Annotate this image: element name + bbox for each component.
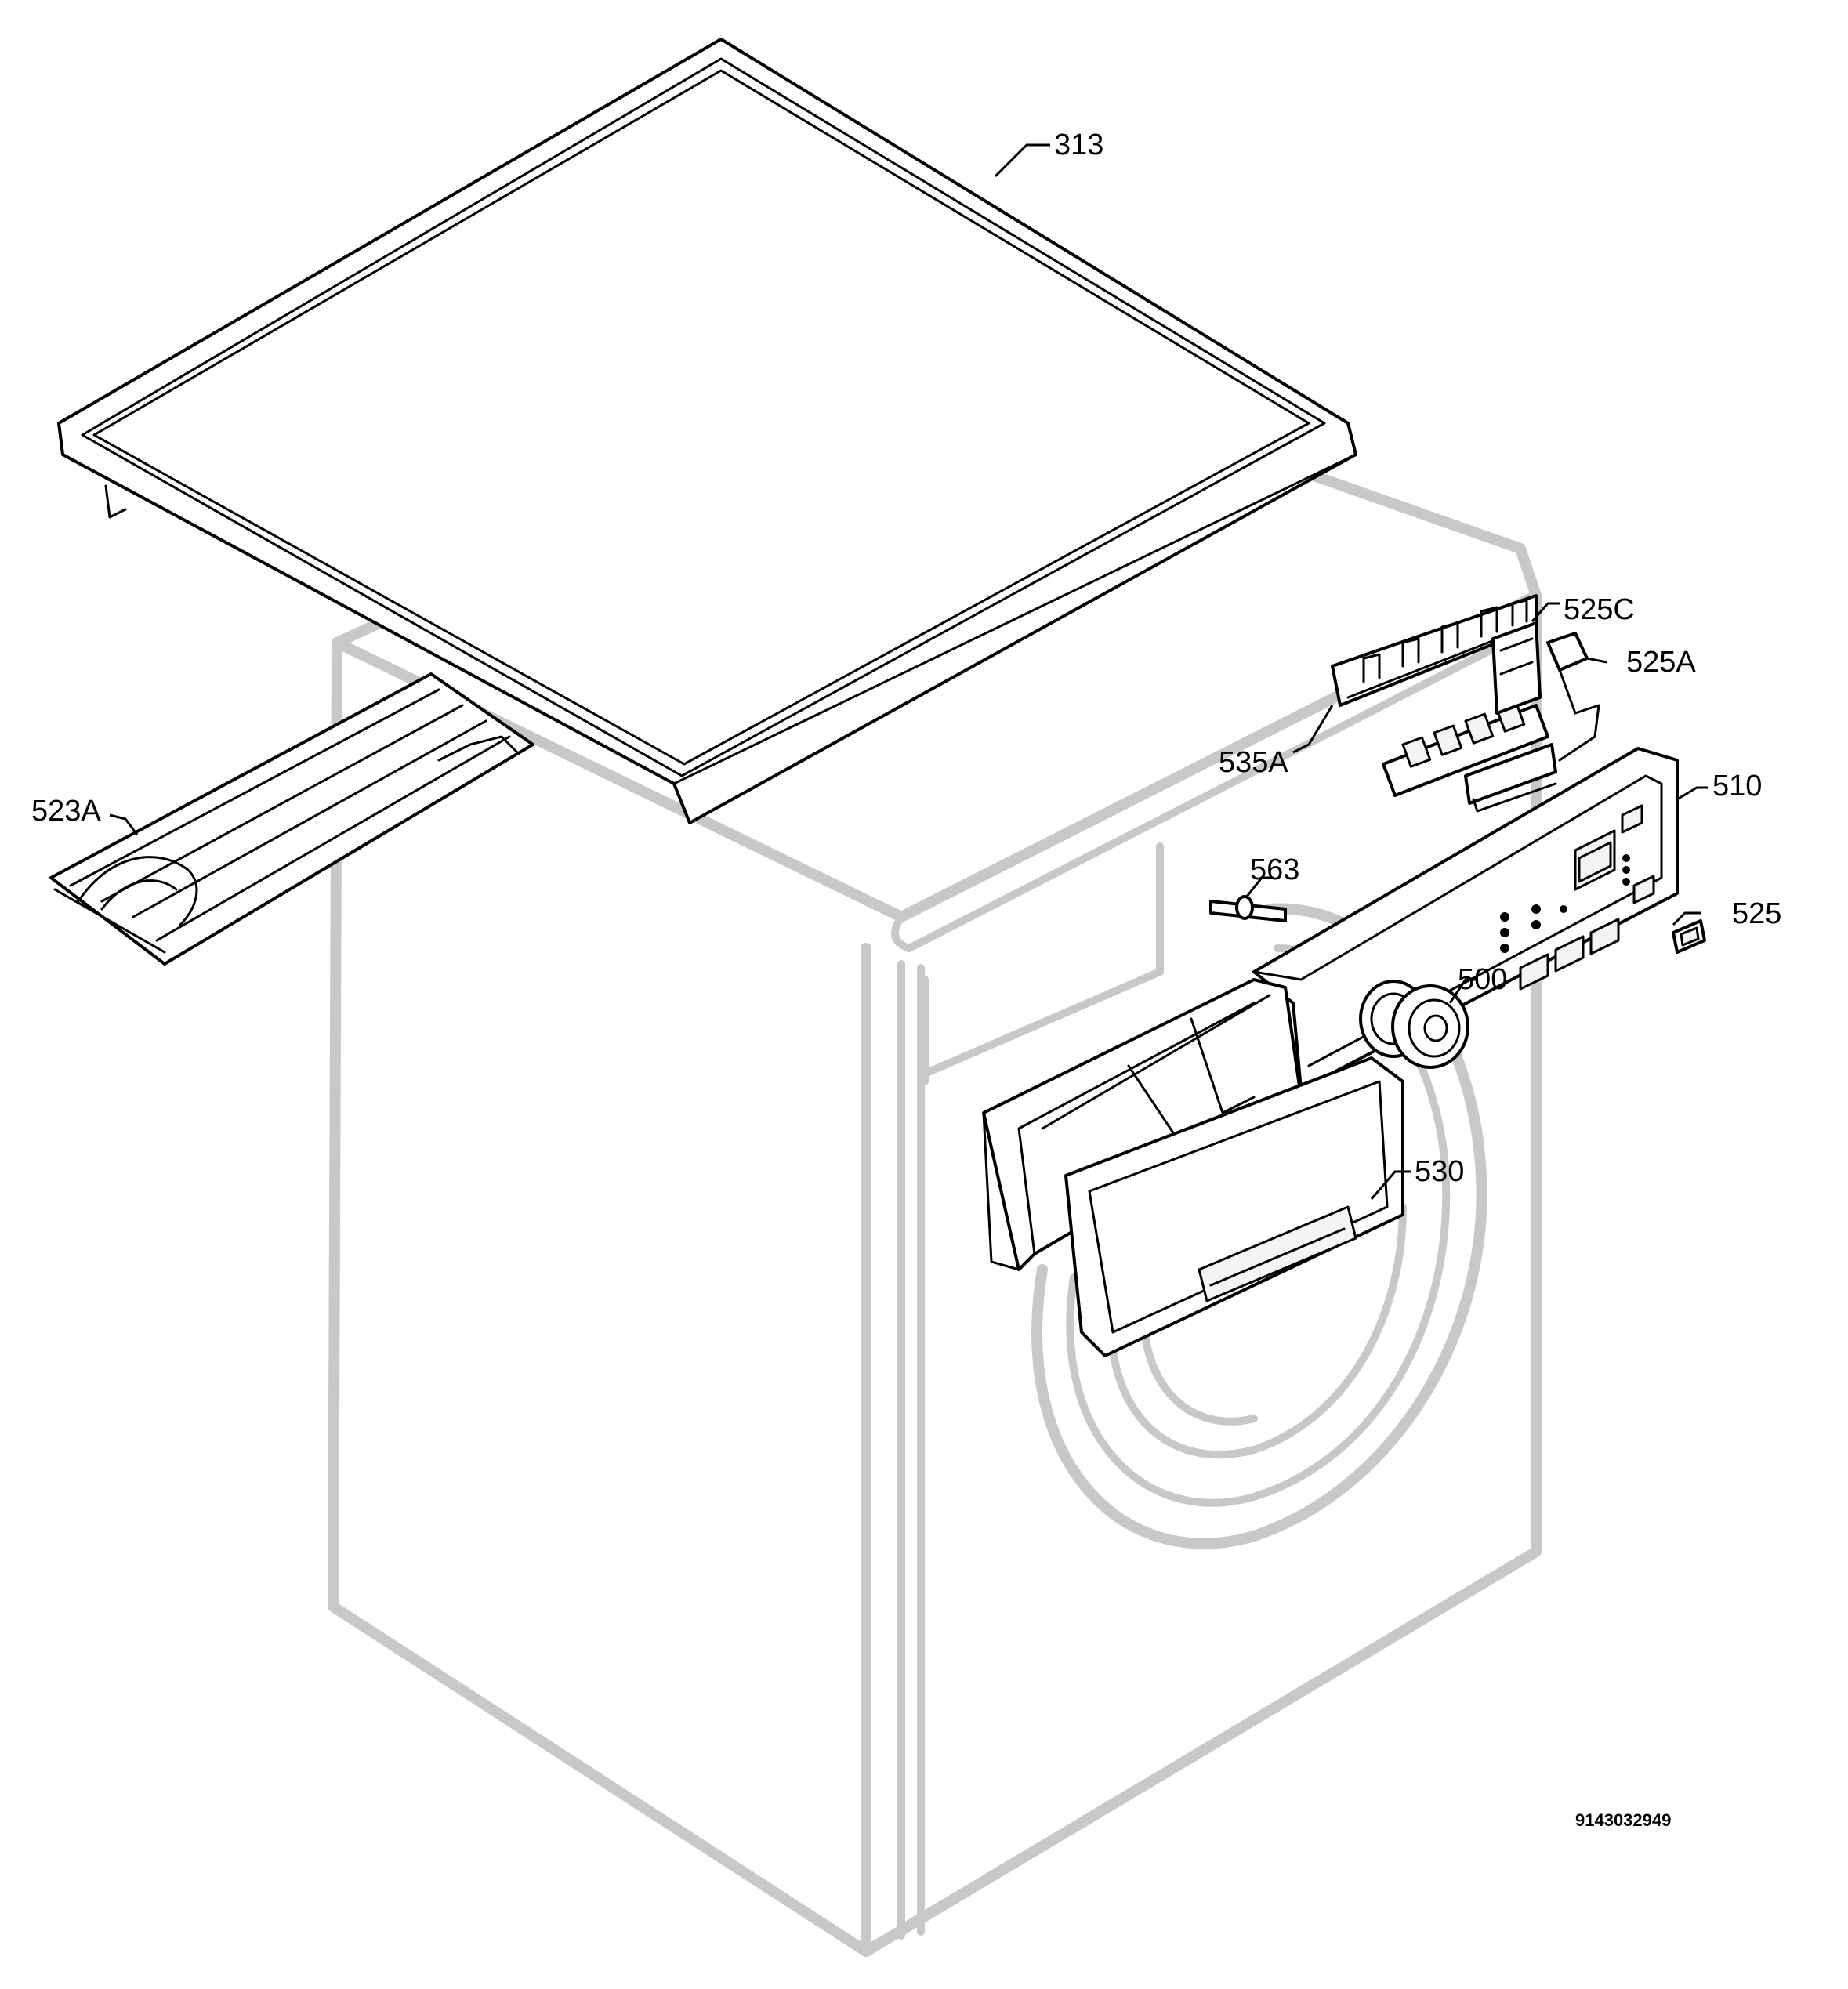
control-panel[interactable]: [1252, 747, 1679, 1091]
callout-display-board: 525C: [1564, 593, 1635, 626]
callout-program-knob: 500: [1458, 963, 1507, 996]
control-board[interactable]: [1331, 594, 1549, 797]
shaft[interactable]: [1209, 895, 1287, 922]
detergent-drawer[interactable]: [982, 978, 1404, 1357]
callout-switch-button: 525: [1732, 897, 1781, 930]
callout-power-switch-module: 525A: [1626, 646, 1696, 679]
leader-lines: [109, 143, 1708, 1200]
switch-button[interactable]: [1672, 919, 1706, 954]
callout-detergent-drawer: 530: [1415, 1155, 1464, 1188]
display-board[interactable]: [1491, 621, 1542, 715]
callout-top-cover: 313: [1054, 129, 1103, 161]
mounting-rail[interactable]: [49, 672, 534, 966]
callout-control-panel: 510: [1712, 770, 1762, 802]
document-number: 9143032949: [1575, 1810, 1671, 1830]
program-knob[interactable]: [1359, 980, 1469, 1069]
callout-mounting-rail: 523A: [31, 795, 101, 828]
callout-shaft: 563: [1250, 853, 1299, 886]
top-cover[interactable]: [57, 38, 1357, 824]
callout-control-board: 535A: [1219, 746, 1288, 779]
power-switch-module[interactable]: [1464, 632, 1600, 813]
